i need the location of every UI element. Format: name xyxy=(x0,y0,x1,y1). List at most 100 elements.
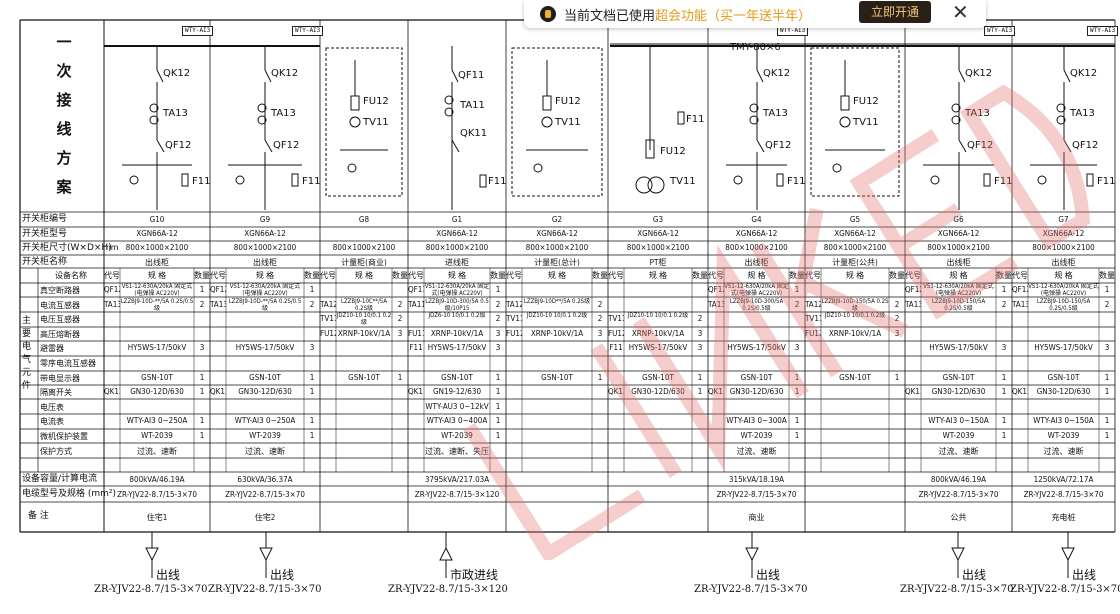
equip-qty: 2 xyxy=(309,299,315,309)
equip-code: TV11 xyxy=(320,314,336,324)
equip-code: FU11 xyxy=(408,328,424,338)
equip-qty: 2 xyxy=(495,299,501,309)
equip-spec: 过流、速断 xyxy=(245,446,285,456)
panel-name: 计量柜(商业) xyxy=(341,258,387,267)
equip-spec: JDZ10-10 10/0.1 0.2级 xyxy=(824,312,886,320)
equip-qty: 2 xyxy=(794,299,800,309)
arrester-symbol xyxy=(181,173,189,187)
panel-number: G3 xyxy=(652,215,664,224)
close-icon[interactable]: ✕ xyxy=(952,0,969,24)
panel-size: 800×1000×2100 xyxy=(626,243,690,252)
panel-cable: ZR-YJV22-8.7/15-3×70 xyxy=(918,490,999,499)
equip-qty: 1 xyxy=(495,401,501,411)
equip-qty: 2 xyxy=(894,314,900,324)
equip-header-qty: 数量 xyxy=(392,271,408,280)
equip-header-spec: 规 格 xyxy=(447,271,467,280)
f11-label: F11 xyxy=(1097,176,1116,187)
equip-code: QF12 xyxy=(210,285,226,294)
equip-qty: 2 xyxy=(1104,299,1110,309)
panel-capacity: 630kVA/36.37A xyxy=(237,475,293,484)
qk11-label: QK11 xyxy=(460,128,488,139)
feeder-arrow-icon xyxy=(745,547,759,562)
equip-header-code: 代号 xyxy=(210,271,226,280)
ct-coil xyxy=(1056,115,1066,125)
panel-number: G9 xyxy=(259,215,271,224)
panel-remark: 住宅1 xyxy=(146,513,168,522)
equip-code: TA11 xyxy=(408,299,424,309)
equip-spec: WTY-AI3 0~300A xyxy=(726,416,787,426)
equip-code: FU12 xyxy=(320,328,336,338)
f11-label: F11 xyxy=(302,176,321,187)
isolator-blade xyxy=(156,69,164,83)
equip-spec: LZZBJ9-10D-150/5A 0.2S/0.5级 xyxy=(1036,297,1091,312)
equip-spec: LZZBJ9-10D-150/5A 0.2S级 xyxy=(821,297,889,312)
equip-qty: 2 xyxy=(597,299,603,309)
arrester-symbol xyxy=(677,111,685,125)
equip-qty: 2 xyxy=(1001,299,1007,309)
equip-code: QK12 xyxy=(104,387,120,397)
ct-coil xyxy=(444,107,454,117)
feeder-arrow-icon xyxy=(259,547,273,562)
equip-spec: VS1-12-630A/20kA 固定式(电弹操 AC220V) xyxy=(229,283,301,297)
equip-spec: 过流、速断 xyxy=(137,446,177,456)
equip-header-spec: 规 格 xyxy=(648,271,668,280)
equip-qty: 1 xyxy=(794,416,800,426)
equip-qty: 1 xyxy=(495,285,501,294)
side-title-char: 接 xyxy=(56,91,72,109)
qk12-label: QK12 xyxy=(1070,68,1098,79)
equip-qty: 1 xyxy=(199,372,205,382)
equip-qty: 1 xyxy=(495,387,501,397)
equip-qty: 1 xyxy=(309,431,315,440)
activate-button[interactable]: 立即开通 xyxy=(859,1,931,23)
equip-header-spec: 规 格 xyxy=(1054,271,1073,280)
panel-model: XGN66A-12 xyxy=(637,229,679,238)
qf12-label: QF12 xyxy=(1072,140,1099,151)
equip-qty: 1 xyxy=(309,372,315,382)
qf12-label: QF12 xyxy=(273,140,300,151)
breaker-blade xyxy=(958,139,967,153)
equip-header-qty: 数量 xyxy=(692,271,708,280)
breaker-blade xyxy=(1063,139,1072,153)
equip-spec: GN30-12D/630 xyxy=(931,387,986,397)
equip-spec: VS1-12-630A/20kA 固定式(电弹操 AC220V) xyxy=(724,283,789,297)
equip-spec: GN30-12D/630 xyxy=(238,387,292,397)
equip-spec: GSN-10T xyxy=(141,372,173,382)
panel-size: 800×1000×2100 xyxy=(823,243,887,252)
f11-label: F11 xyxy=(787,176,806,187)
ct-coil xyxy=(444,95,454,105)
vt-symbol xyxy=(647,176,665,194)
equip-header-qty: 数量 xyxy=(1099,271,1115,280)
ct-coil xyxy=(951,103,961,113)
panel-size: 800×1000×2100 xyxy=(525,243,589,252)
side-title-char: 次 xyxy=(56,62,72,80)
fuse-symbol xyxy=(542,95,552,111)
f11-label: F11 xyxy=(686,114,705,125)
equip-spec: GN30-12D/630 xyxy=(729,387,784,397)
equip-qty: 3 xyxy=(309,343,315,353)
equip-code: TA12 xyxy=(805,299,821,309)
equip-code: QF12 xyxy=(104,285,120,294)
panel-name: PT柜 xyxy=(649,258,667,267)
feeder-arrow-icon xyxy=(951,547,965,562)
panel-name: 出线柜 xyxy=(946,258,971,267)
equip-code: TA13 xyxy=(104,299,120,309)
equip-qty: 1 xyxy=(309,285,315,294)
notice-link[interactable]: 超会功能 xyxy=(655,9,708,24)
equip-qty: 3 xyxy=(397,328,403,338)
equip-header-spec: 规 格 xyxy=(547,271,567,280)
panel-cable: ZR-YJV22-8.7/15-3×70 xyxy=(225,490,305,499)
side-title-char: 方 xyxy=(56,149,72,167)
equip-qty: 1 xyxy=(397,372,403,382)
equip-code: TA12 xyxy=(320,299,336,309)
qk12-label: QK12 xyxy=(965,68,993,79)
equip-header-name: 设备名称 xyxy=(55,271,87,280)
equip-code: F11 xyxy=(609,343,623,353)
feeder-arrow-icon xyxy=(1061,547,1075,562)
equip-header-spec: 规 格 xyxy=(747,271,766,280)
panel-size: 800×1000×2100 xyxy=(332,243,396,252)
upgrade-notice-bar: 当前文档已使用超会功能（买一年送半年） 立即开通 ✕ xyxy=(524,0,986,28)
ct-coil xyxy=(149,103,159,113)
ta13-label: TA13 xyxy=(271,108,296,119)
equip-header-spec: 规 格 xyxy=(845,271,865,280)
equip-qty: 1 xyxy=(1104,387,1110,397)
